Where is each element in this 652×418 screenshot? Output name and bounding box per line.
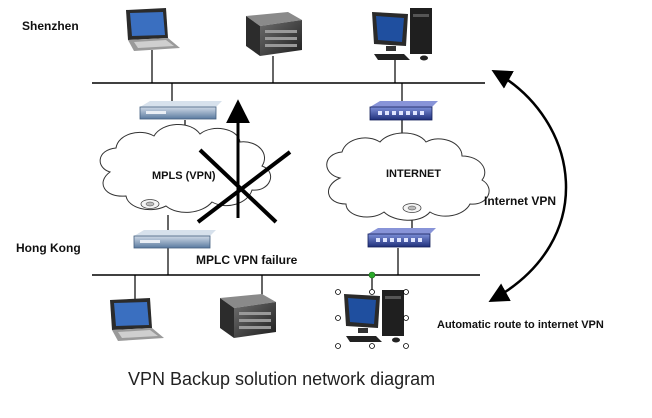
desktop-pc-icon[interactable] bbox=[344, 290, 404, 343]
failure-label: MPLC VPN failure bbox=[196, 253, 298, 267]
server-icon bbox=[246, 12, 302, 56]
selection-handles[interactable] bbox=[335, 289, 409, 349]
failure-cross-line bbox=[198, 148, 278, 224]
diagram-caption: VPN Backup solution network diagram bbox=[128, 369, 436, 389]
internet-cloud-label: INTERNET bbox=[386, 168, 441, 180]
router-icon bbox=[133, 230, 216, 249]
failover-curved-arrow bbox=[488, 70, 568, 302]
router-icon bbox=[139, 101, 222, 120]
failure-cross-line bbox=[196, 150, 292, 224]
laptop-icon bbox=[126, 8, 180, 51]
laptop-icon bbox=[110, 298, 164, 341]
internet-cloud bbox=[326, 132, 490, 221]
site-label-shenzhen: Shenzhen bbox=[22, 19, 79, 33]
auto-route-label: Automatic route to internet VPN bbox=[437, 319, 604, 331]
desktop-pc-icon bbox=[372, 8, 432, 61]
camera-node-icon bbox=[140, 199, 160, 209]
site-label-hong-kong: Hong Kong bbox=[16, 241, 81, 255]
mpls-cloud-label: MPLS (VPN) bbox=[152, 170, 216, 182]
internet-vpn-label: Internet VPN bbox=[484, 194, 557, 208]
switch-icon bbox=[367, 228, 436, 248]
camera-node-icon bbox=[402, 203, 422, 213]
mpls-cloud bbox=[99, 124, 272, 213]
switch-icon bbox=[369, 101, 438, 121]
server-icon bbox=[220, 294, 276, 338]
rotate-handle[interactable] bbox=[368, 271, 376, 279]
